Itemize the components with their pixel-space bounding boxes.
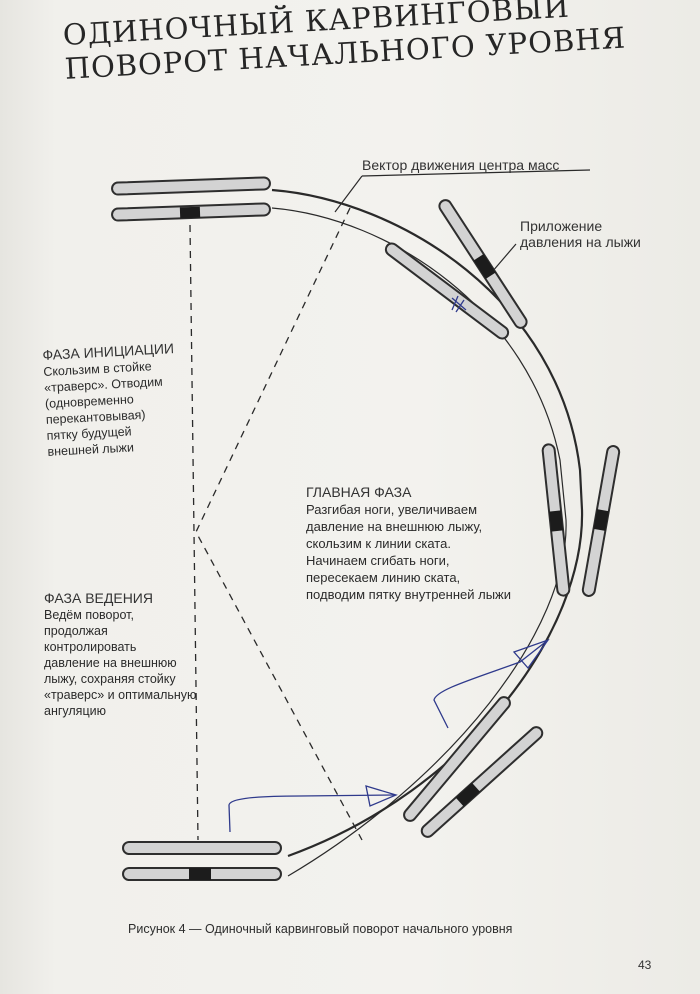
phase-main-heading: ГЛАВНАЯ ФАЗА [306,484,412,500]
phase-main-line: пересекаем линию ската, [306,570,461,585]
phase-main-line: подводим пятку внутренней лыжи [306,587,511,602]
ski [122,841,282,855]
ski-binding [549,510,564,532]
ski-pair-bottom [122,841,282,881]
ski-pair-right [541,443,621,597]
phase-main-line: давление на внешнюю лыжу, [306,519,483,534]
phase-main-line: Разгибая ноги, увеличиваем [306,502,478,517]
center-of-mass-vector-dashed [195,207,363,841]
vector-label: Вектор движения центра масс [362,157,560,173]
ski [420,726,544,838]
phase-main-line: Начинаем сгибать ноги, [306,553,450,568]
pressure-label-line-2: давления на лыжи [520,234,641,250]
phase-guidance-line: ангуляцию [44,704,106,718]
ski [111,176,271,196]
pressure-label-line-1: Приложение [520,218,603,234]
phase-main-line: скользим к линии ската. [306,536,451,551]
pen-arrow-upper [433,639,549,729]
pen-scribble [451,295,467,313]
pen-arrowhead-lower [365,785,398,807]
phase-guidance-line: давление на внешнюю [44,656,177,670]
figure-caption: Рисунок 4 — Одиночный карвинговый поворо… [128,922,513,936]
phase-guidance: ФАЗА ВЕДЕНИЯ Ведём поворот, продолжая ко… [44,589,196,719]
ski-pair-lower-right [403,696,544,838]
pressure-label-leader [491,243,517,273]
ski-binding [593,509,609,531]
ski-binding [455,782,481,807]
phase-guidance-line: «траверс» и оптимальную [44,688,197,702]
phase-guidance-line: продолжая [44,624,108,638]
phase-guidance-line: контролировать [44,640,137,654]
ski-binding [473,254,496,280]
phase-main: ГЛАВНАЯ ФАЗА Разгибая ноги, увеличиваем … [306,483,511,603]
phase-guidance-heading: ФАЗА ВЕДЕНИЯ [44,590,153,606]
vector-label-leader [334,175,363,213]
phase-initiation: ФАЗА ИНИЦИАЦИИ Скользим в стойке «травер… [42,339,179,460]
ski-binding [179,206,201,219]
phase-guidance-line: Ведём поворот, [44,608,134,622]
vector-label-underline [361,169,591,177]
ski-binding [189,868,211,880]
phase-guidance-line: лыжу, сохраняя стойку [44,672,176,686]
pen-arrow-lower [228,794,396,833]
pen-arrowhead-upper [512,638,550,670]
page-number: 43 [638,958,652,972]
ski [384,242,510,340]
ski [403,696,511,822]
ski-pair-top [111,176,271,222]
ski-pair-upper-right [384,199,528,340]
fall-line-dashed [189,224,199,841]
